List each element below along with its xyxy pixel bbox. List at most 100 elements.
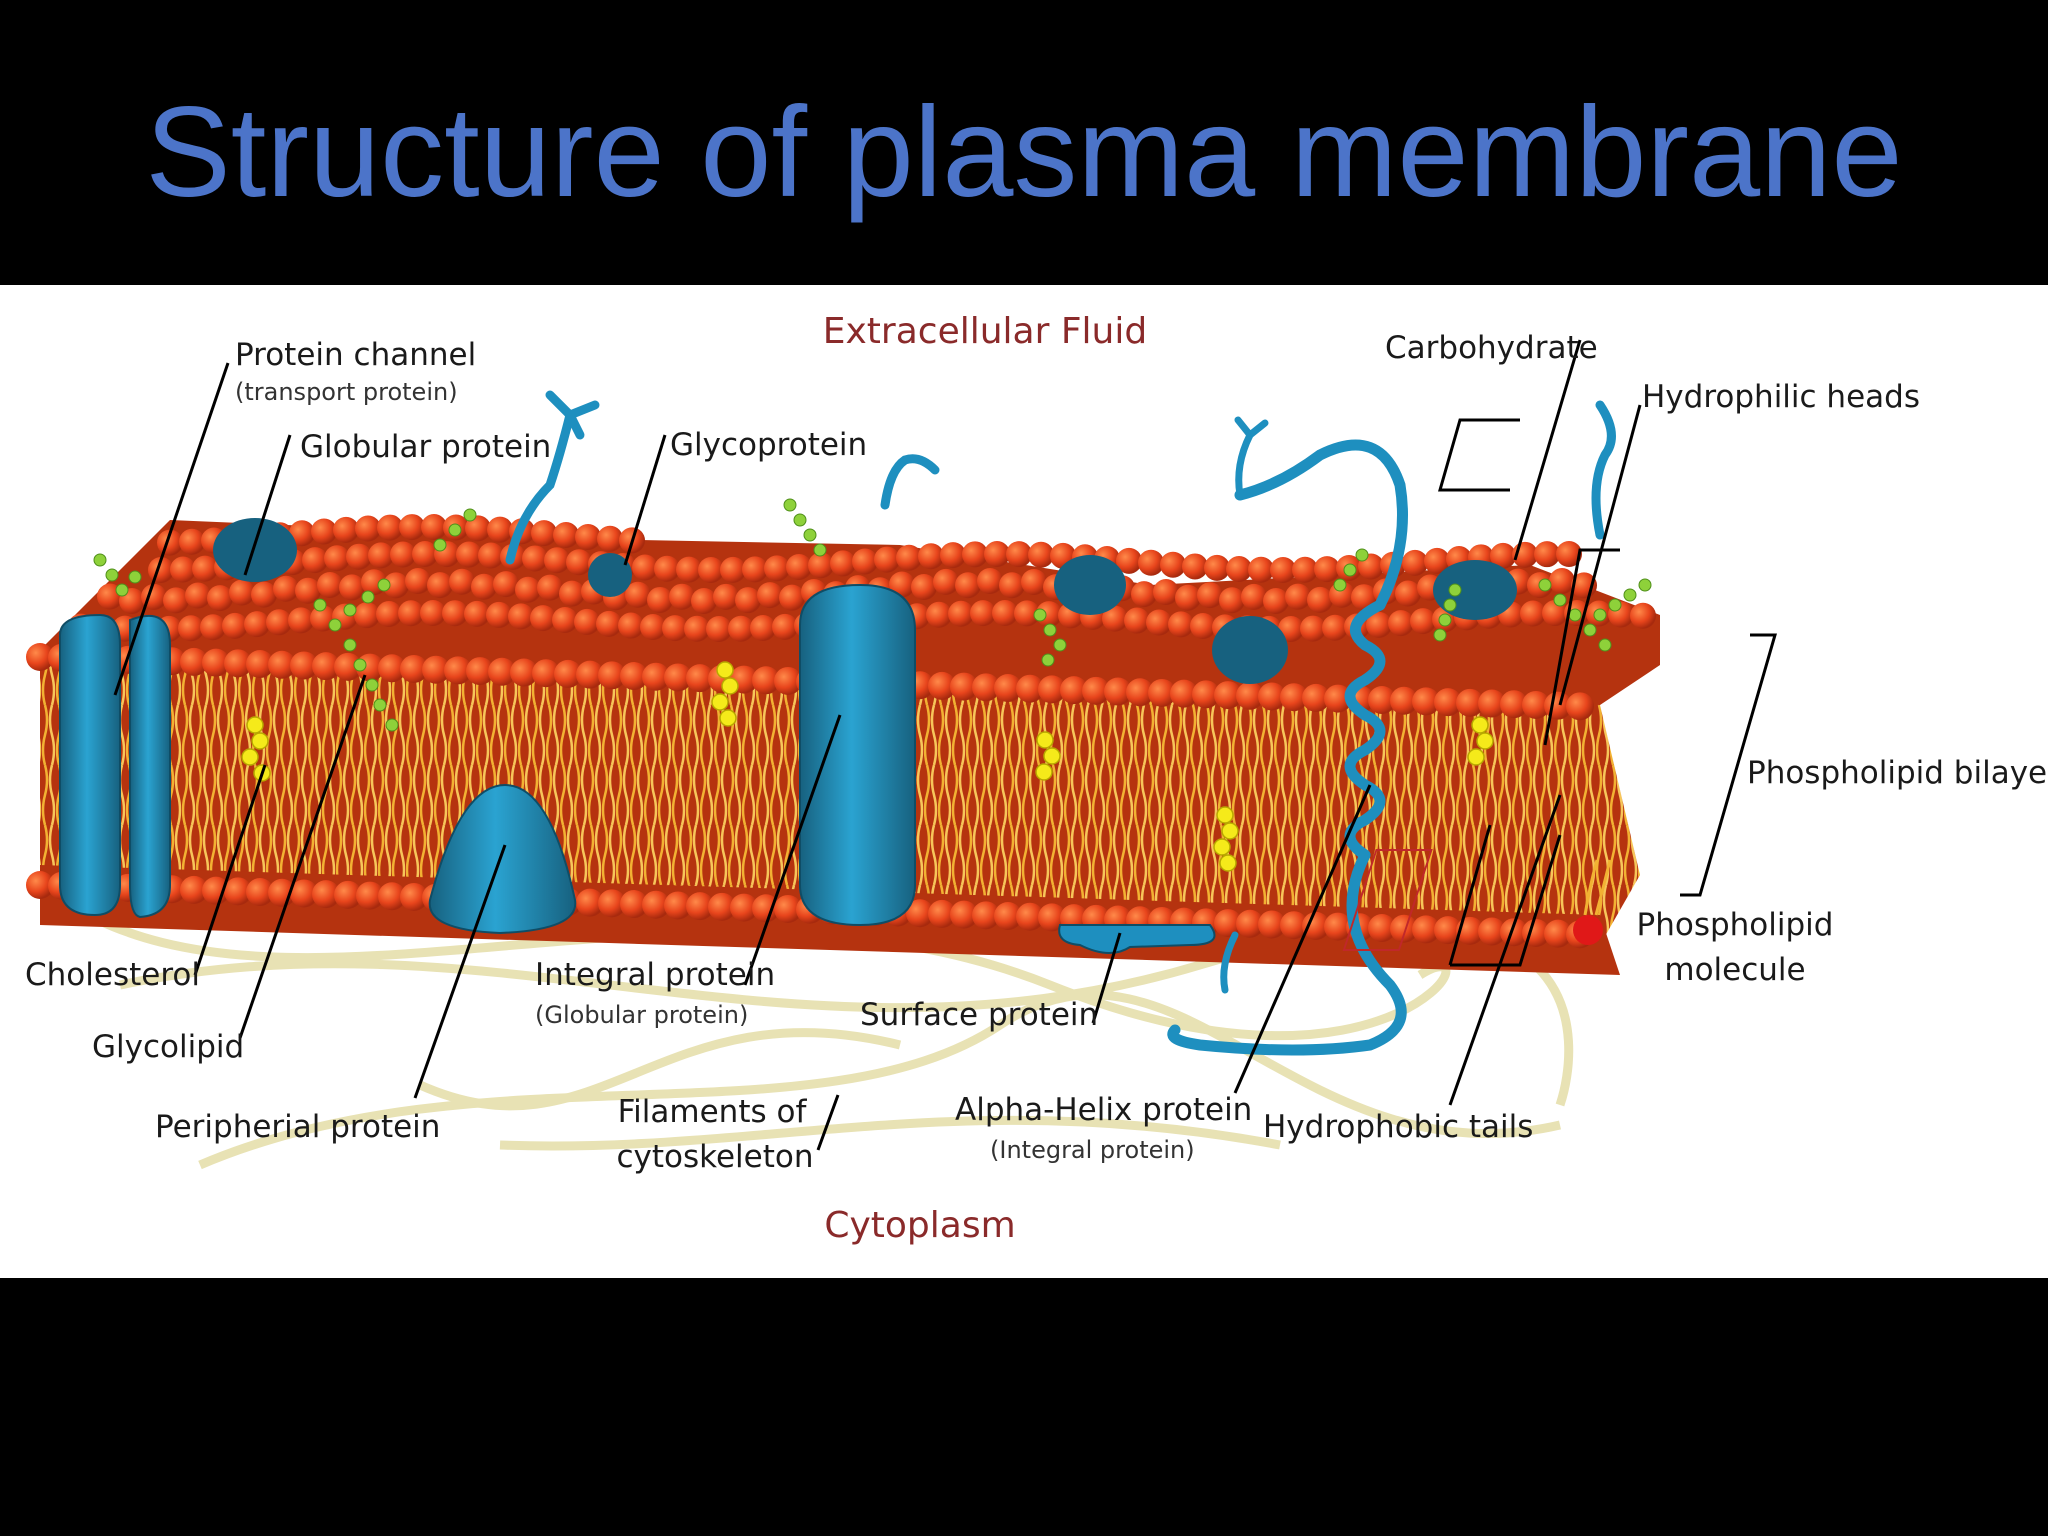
phospholipid-head: [1434, 916, 1462, 945]
phospholipid-head: [224, 649, 252, 678]
carbohydrate-bead: [361, 590, 375, 604]
phospholipid-head: [1148, 678, 1176, 707]
phospholipid-head: [412, 541, 438, 568]
phospholipid-head: [1520, 600, 1546, 627]
phospholipid-head: [618, 612, 644, 639]
carbohydrate-bead: [385, 718, 399, 732]
phospholipid-head: [1544, 919, 1572, 948]
phospholipid-head: [1434, 688, 1462, 717]
phospholipid-head: [442, 600, 468, 627]
phospholipid-head: [1226, 556, 1252, 583]
phospholipid-head: [1368, 914, 1396, 943]
phospholipid-head: [1280, 911, 1308, 940]
leader-lines: [113, 339, 1777, 1151]
carbohydrate-bead: [105, 568, 119, 582]
phospholipid-head: [786, 553, 812, 580]
phospholipid-head: [730, 893, 758, 922]
phospholipid-head: [1280, 683, 1308, 712]
phospholipid-head: [642, 890, 670, 919]
label-glycolipid: Glycolipid: [92, 1029, 244, 1065]
phospholipid-head: [1138, 549, 1164, 576]
carbohydrate-bead: [1053, 638, 1067, 652]
phospholipid-head: [1160, 551, 1186, 578]
phospholipid-head: [1390, 686, 1418, 715]
phospholipid-head: [896, 544, 922, 571]
phospholipid-head: [192, 555, 218, 582]
carbohydrate-bead: [1638, 578, 1652, 592]
phospholipid-head: [355, 515, 381, 542]
phospholipid-head: [1412, 687, 1440, 716]
phospholipid-head: [390, 541, 416, 568]
phospholipid-head: [940, 542, 966, 569]
phospholipid-head: [774, 666, 802, 695]
phospholipid-head: [1630, 602, 1656, 629]
phospholipid-head: [356, 881, 384, 910]
phospholipid-head: [202, 876, 230, 905]
protein-channel: [59, 613, 171, 919]
carbohydrate-bead: [1443, 598, 1457, 612]
phospholipid-head: [735, 587, 761, 614]
phospholipid-head: [244, 611, 270, 638]
phospholipid-head: [1175, 584, 1201, 611]
phospholipid-head: [1016, 902, 1044, 931]
phospholipid-head: [1014, 600, 1040, 627]
phospholipid-head: [713, 583, 739, 610]
phospholipid-head: [1182, 553, 1208, 580]
phospholipid-head: [889, 571, 915, 598]
phospholipid-head: [1153, 579, 1179, 606]
phospholipid-head: [383, 572, 409, 599]
phospholipid-head: [334, 652, 362, 681]
phospholipid-head: [1038, 675, 1066, 704]
phospholipid-head: [1258, 682, 1286, 711]
phospholipid-head: [698, 556, 724, 583]
phospholipid-head: [163, 587, 189, 614]
phospholipid-head: [1248, 556, 1274, 583]
phospholipid-head: [999, 572, 1025, 599]
phospholipid-head: [1219, 587, 1245, 614]
phospholipid-head: [1500, 918, 1528, 947]
label-filaments-2: cytoskeleton: [616, 1139, 813, 1175]
carbohydrate-chains: [93, 498, 1652, 732]
label-integral-protein: Integral protein: [535, 957, 775, 993]
carbohydrate-bead: [343, 603, 357, 617]
phospholipid-head: [950, 900, 978, 929]
phospholipid-head: [273, 575, 299, 602]
phospholipid-head: [1351, 584, 1377, 611]
phospholipid-head: [1028, 541, 1054, 568]
carbohydrate-bead: [1041, 653, 1055, 667]
label-alpha-helix-protein: Alpha-Helix protein: [955, 1092, 1252, 1128]
phospholipid-head: [1549, 568, 1575, 595]
phospholipid-head: [928, 899, 956, 928]
phospholipid-head: [972, 673, 1000, 702]
phospholipid-head: [317, 571, 343, 598]
phospholipid-head: [1278, 615, 1304, 642]
phospholipid-head: [720, 556, 746, 583]
phospholipid-head: [311, 518, 337, 545]
phospholipid-head: [728, 615, 754, 642]
phospholipid-head: [994, 902, 1022, 931]
carbohydrate-bead: [803, 528, 817, 542]
phospholipid-head: [620, 662, 648, 691]
phospholipid-head: [378, 882, 406, 911]
phospholipid-head: [948, 600, 974, 627]
phospholipid-head: [456, 541, 482, 568]
carbohydrate-bead: [353, 658, 367, 672]
phospholipid-head: [620, 890, 648, 919]
phospholipid-head: [632, 554, 658, 581]
globular-protein-bump: [1212, 616, 1288, 684]
glycoprotein-chains: [505, 390, 1616, 565]
phospholipid-head: [654, 555, 680, 582]
phospholipid-head: [1424, 547, 1450, 574]
phospholipid-head: [427, 572, 453, 599]
phospholipid-head: [1456, 688, 1484, 717]
phospholipid-head: [933, 568, 959, 595]
phospholipid-head: [1300, 615, 1326, 642]
phospholipid-head: [1412, 915, 1440, 944]
carbohydrate-bead: [1433, 628, 1447, 642]
phospholipid-head: [179, 528, 205, 555]
phospholipid-head: [1241, 583, 1267, 610]
phospholipid-head: [1366, 611, 1392, 638]
phospholipid-head: [464, 600, 490, 627]
phospholipid-head: [962, 541, 988, 568]
phospholipid-head: [1236, 909, 1264, 938]
